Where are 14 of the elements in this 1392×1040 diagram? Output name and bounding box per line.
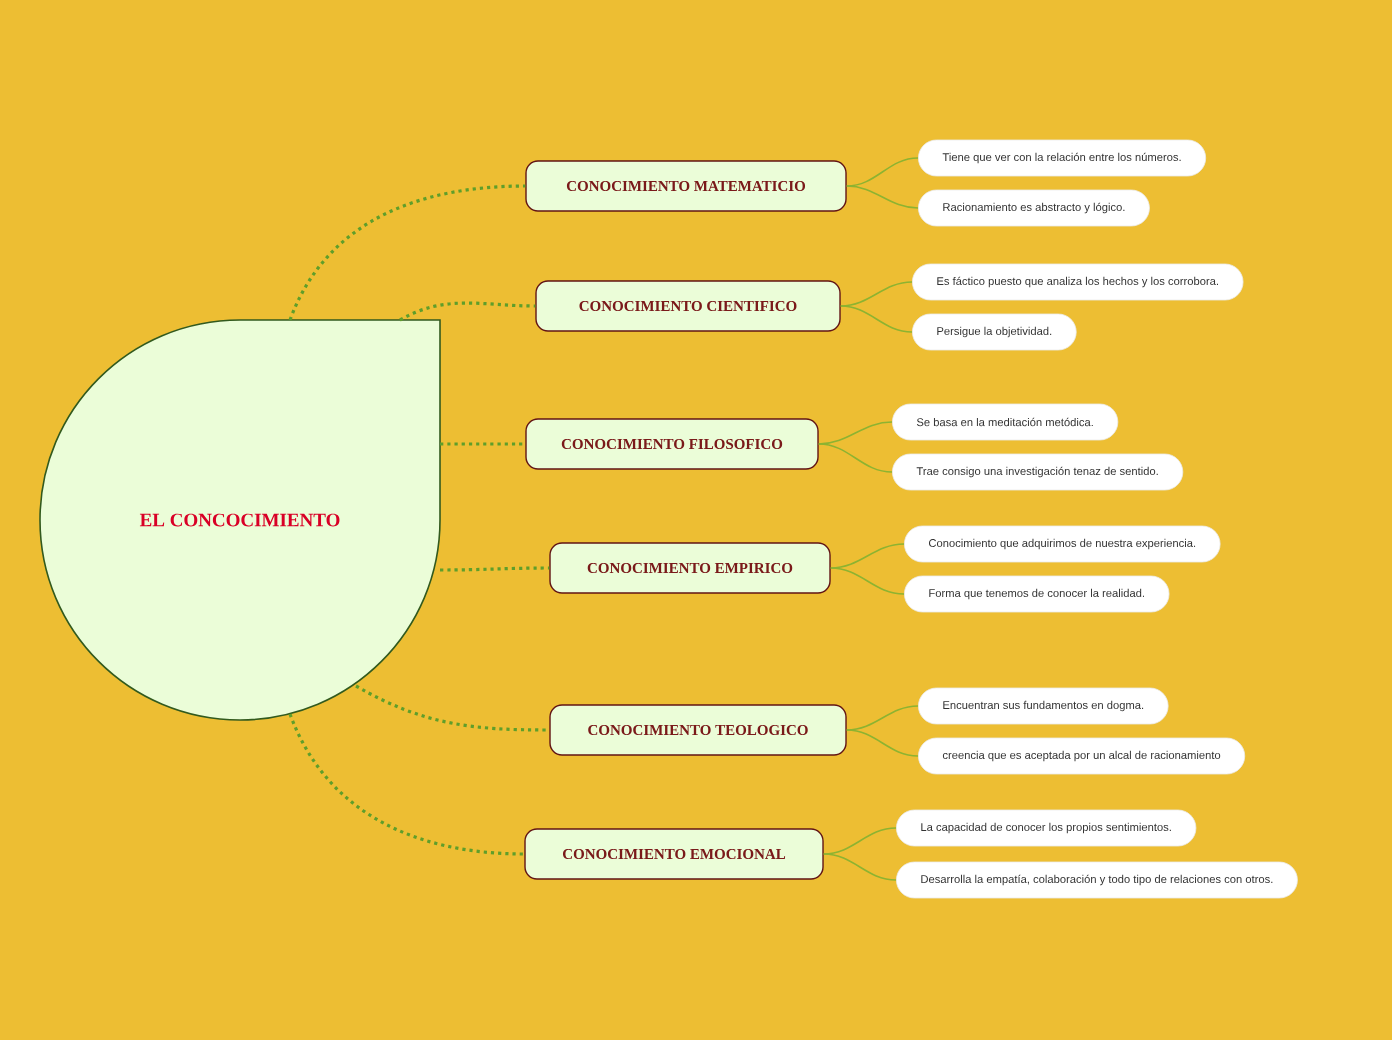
connector-line (845, 157, 919, 187)
connector-line (355, 684, 550, 732)
connector-line (288, 184, 526, 321)
connector-line (845, 185, 919, 209)
connector-line (399, 301, 536, 322)
connector-line (829, 567, 905, 595)
connector-line (440, 566, 550, 572)
teardrop-node: EL CONCOCIMIENTO (39, 319, 441, 721)
connector-line (845, 729, 919, 757)
connector-line (822, 853, 897, 881)
connector-line (440, 442, 526, 446)
connector-line (817, 443, 893, 473)
connector-line (839, 305, 913, 333)
connector-line (288, 713, 525, 856)
